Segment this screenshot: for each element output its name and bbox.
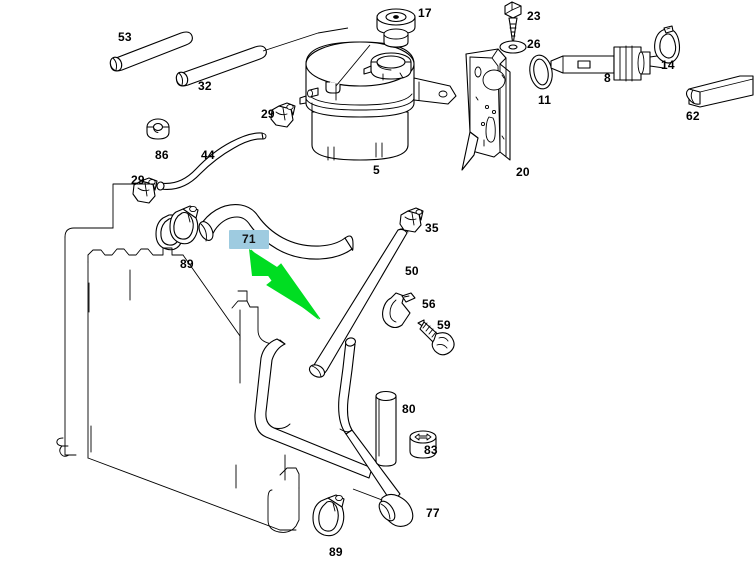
part-77-plug [352,488,414,528]
part-80-sleeve [375,390,397,467]
part-label-32: 32 [198,79,212,93]
part-14-retaining-clip [654,25,681,64]
part-label-11: 11 [538,93,552,107]
part-label-89-upper: 89 [180,257,194,271]
part-label-35: 35 [425,221,439,235]
part-label-71-highlighted: 71 [229,230,269,249]
part-8-temp-sensor [550,45,665,82]
part-53-hose [109,31,193,72]
part-label-56: 56 [422,297,436,311]
part-label-20: 20 [516,165,530,179]
part-35-clamp [399,207,424,233]
part-44-vent-hose [156,132,267,191]
part-86-mount [146,118,170,140]
part-label-26: 26 [527,37,541,51]
part-label-83: 83 [424,443,438,457]
part-label-29-lower: 29 [131,173,145,187]
part-label-77: 77 [426,506,440,520]
part-23-bolt [504,1,522,46]
part-label-59: 59 [437,318,451,332]
part-label-14: 14 [661,58,675,72]
part-label-89-lower: 89 [329,545,343,559]
part-17-cap [376,8,416,48]
part-59-screw [417,319,455,356]
part-label-17: 17 [418,6,432,20]
part-label-50: 50 [405,264,419,278]
radiator-assembly [56,183,300,533]
part-11-seal-ring [529,54,553,90]
part-83-grommet [409,430,437,459]
part-label-53: 53 [118,30,132,44]
part-89-clamp-lower [312,494,345,537]
part-label-86: 86 [155,148,169,162]
part-26-washer [499,40,527,54]
part-71-upper-hose [198,204,354,260]
part-label-62: 62 [686,109,700,123]
part-29-clamp-lower [132,177,158,204]
part-32-hose [175,32,319,87]
part-label-23: 23 [527,9,541,23]
part-56-clip [382,292,416,329]
part-89-clamp-upper [155,205,199,251]
part-label-80: 80 [402,402,416,416]
part-label-44: 44 [201,148,215,162]
part-label-8: 8 [604,71,611,85]
lower-hose-assembly [254,337,401,504]
part-20-bracket [461,48,511,171]
callout-arrow [249,249,321,320]
part-label-5: 5 [373,163,380,177]
part-62-channel [685,75,754,108]
part-29-clamp-upper [270,102,296,128]
part-5-expansion-tank [299,27,457,161]
part-label-29-upper: 29 [261,107,275,121]
